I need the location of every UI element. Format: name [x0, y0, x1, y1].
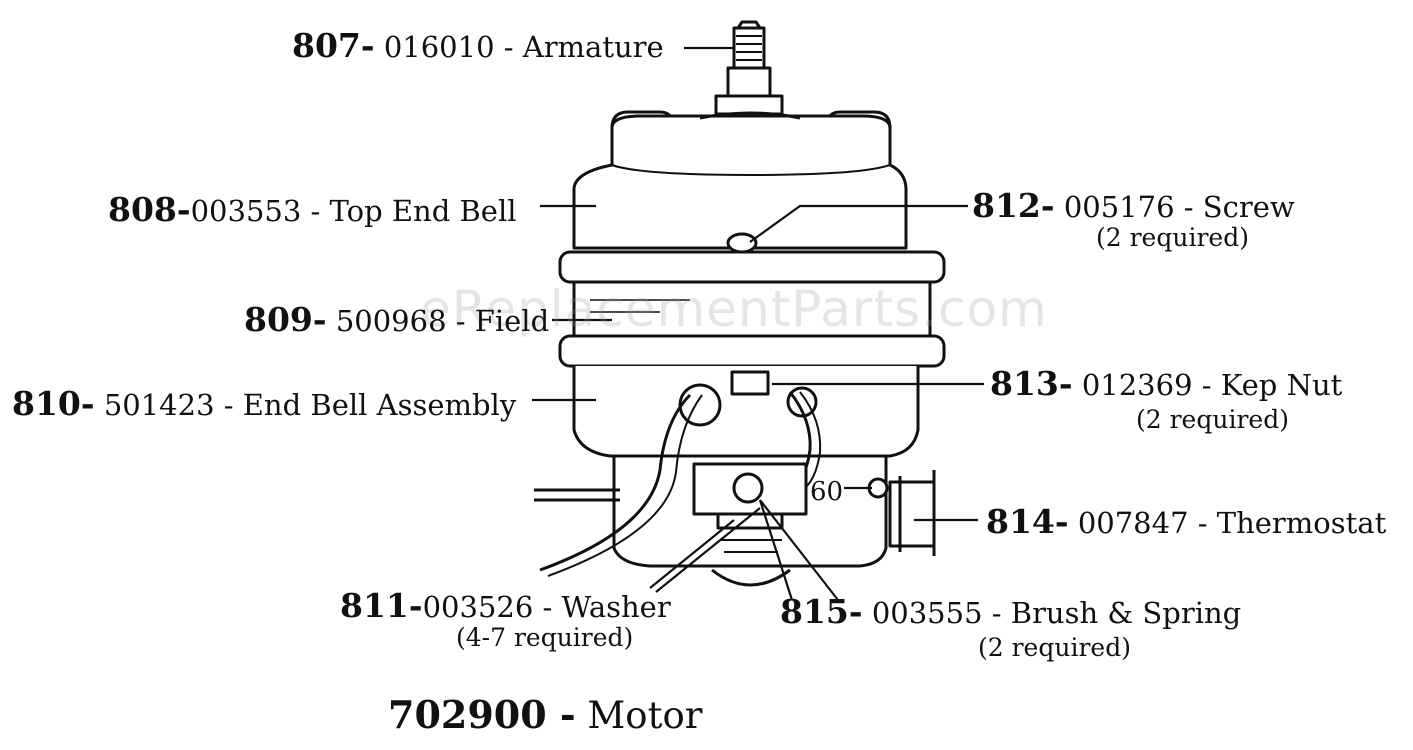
part-ref: 812- [972, 186, 1055, 225]
part-ref: 809- [244, 300, 327, 339]
assembly-name: Motor [587, 694, 703, 737]
part-note-813: (2 required) [1136, 405, 1289, 434]
part-ref: 814- [986, 502, 1069, 541]
field [558, 250, 946, 368]
part-note-815: (2 required) [978, 633, 1131, 662]
leader-815b [758, 499, 794, 601]
leader-811b [655, 507, 761, 593]
part-ref: 811- [340, 586, 423, 625]
part-desc: 500968 - Field [335, 304, 550, 338]
armature-shaft [714, 20, 784, 116]
part-desc: 003526 - Washer [422, 590, 671, 624]
leader-812 [749, 204, 968, 243]
part-ref: 813- [990, 364, 1073, 403]
part-label-815: 815- 003555 - Brush & Spring [780, 595, 1242, 630]
part-desc: 501423 - End Bell Assembly [103, 388, 517, 422]
watermark: eReplacementParts.com [420, 280, 1048, 338]
part-ref: 808- [108, 190, 191, 229]
part-label-813: 813- 012369 - Kep Nut [990, 367, 1343, 402]
top-end-bell [572, 110, 908, 254]
part-label-812: 812- 005176 - Screw [972, 189, 1295, 224]
leader-815a [759, 499, 839, 601]
part-desc: 012369 - Kep Nut [1081, 368, 1343, 402]
end-bell-assembly [534, 366, 936, 587]
part-desc: 007847 - Thermostat [1077, 506, 1387, 540]
part-desc: 016010 - Armature [383, 30, 664, 64]
part-desc: 003553 - Top End Bell [190, 194, 517, 228]
part-label-811: 811-003526 - Washer [340, 589, 671, 624]
leader-811a [649, 519, 735, 589]
part-note-812: (2 required) [1096, 223, 1249, 252]
part-label-810: 810- 501423 - End Bell Assembly [12, 387, 517, 422]
part-desc: 005176 - Screw [1063, 190, 1295, 224]
thermostat-marking: 60 [810, 477, 844, 507]
part-label-814: 814- 007847 - Thermostat [986, 505, 1387, 540]
part-ref: 815- [780, 592, 863, 631]
part-desc: 003555 - Brush & Spring [871, 596, 1242, 630]
part-ref: 807- [292, 26, 375, 65]
part-label-807: 807- 016010 - Armature [292, 29, 664, 64]
part-ref: 810- [12, 384, 95, 423]
part-label-808: 808-003553 - Top End Bell [108, 193, 517, 228]
assembly-number: 702900 - [388, 692, 576, 737]
assembly-title: 702900 - Motor [388, 692, 702, 737]
part-label-809: 809- 500968 - Field [244, 303, 550, 338]
part-note-811: (4-7 required) [456, 623, 634, 652]
